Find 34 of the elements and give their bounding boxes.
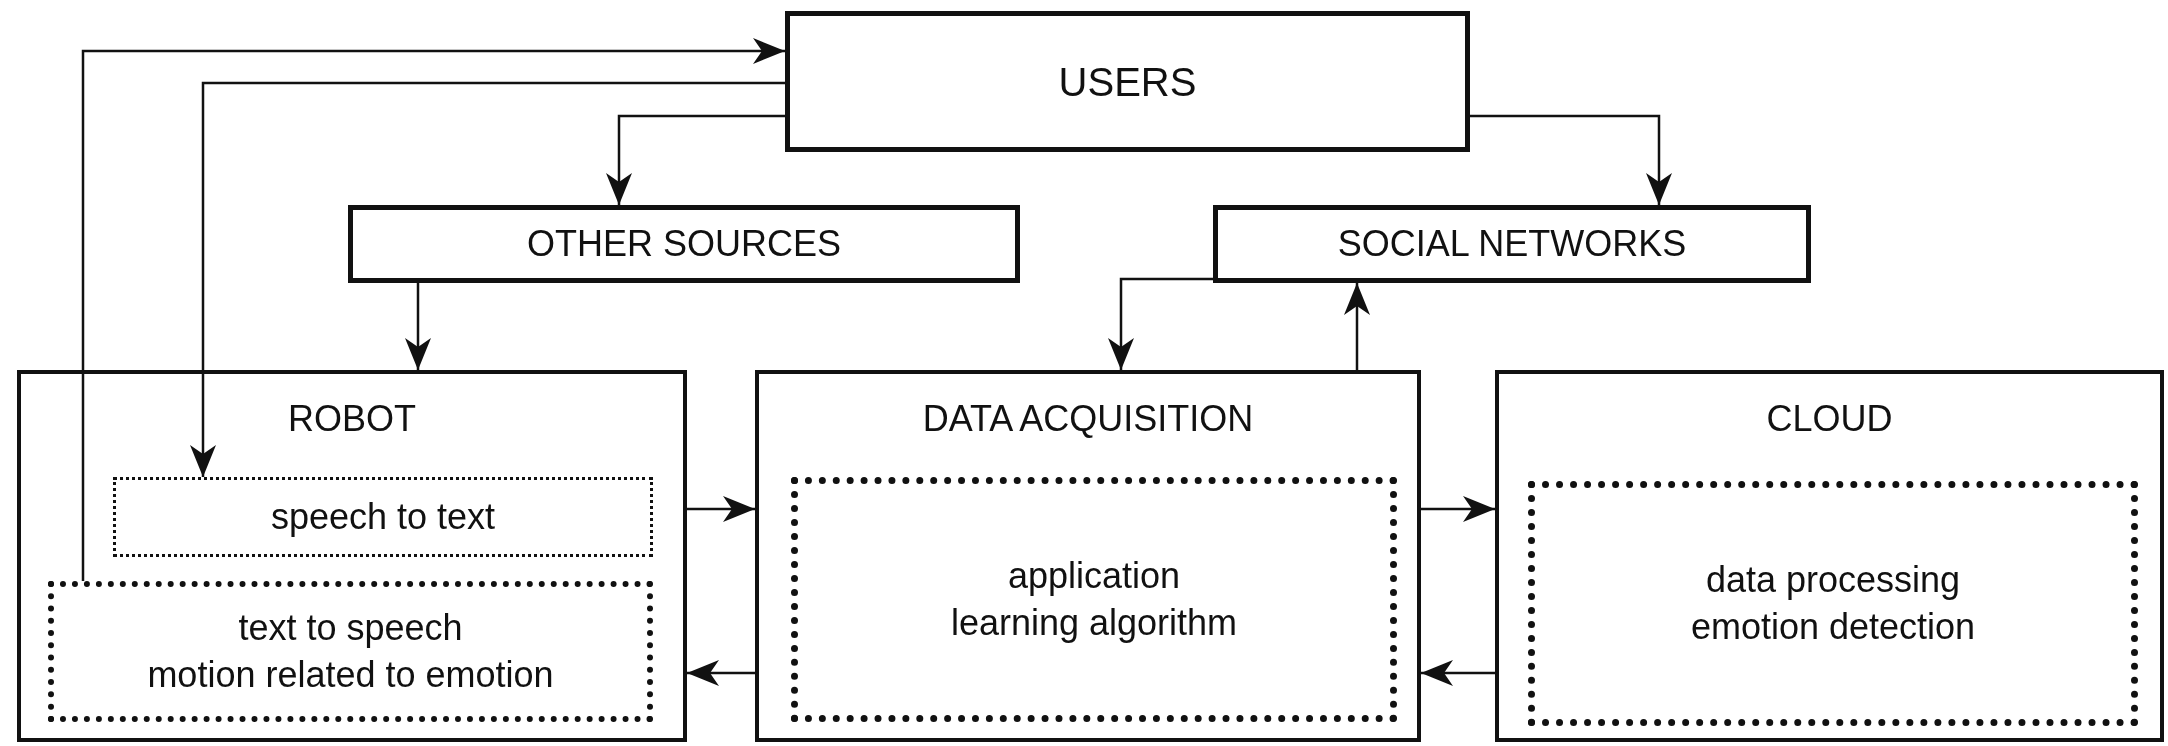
node-label: OTHER SOURCES bbox=[526, 221, 841, 266]
dotted-process-box bbox=[113, 477, 653, 557]
node-label: USERS bbox=[1058, 58, 1197, 106]
node-label: DATA ACQUISITION bbox=[922, 397, 1254, 441]
dotted-process-box bbox=[791, 477, 1397, 722]
arrow bbox=[405, 283, 431, 370]
process-box bbox=[785, 11, 1470, 152]
arrow bbox=[606, 114, 785, 205]
arrow bbox=[687, 660, 755, 686]
arrow bbox=[1108, 277, 1213, 370]
arrow bbox=[1421, 496, 1495, 522]
node-label: learning algorithm bbox=[950, 600, 1238, 645]
node-label: emotion detection bbox=[1690, 604, 1976, 649]
arrow bbox=[687, 496, 755, 522]
process-box bbox=[348, 205, 1020, 283]
node-label: data processing bbox=[1705, 557, 1961, 602]
node-label: SOCIAL NETWORKS bbox=[1337, 221, 1687, 266]
arrow bbox=[1344, 283, 1370, 370]
process-box bbox=[1213, 205, 1811, 283]
node-label: speech to text bbox=[270, 494, 496, 539]
node-label: CLOUD bbox=[1766, 397, 1893, 441]
dotted-process-box bbox=[48, 581, 653, 722]
arrow bbox=[1421, 660, 1495, 686]
container-box bbox=[17, 370, 687, 742]
node-label: text to speech bbox=[238, 605, 463, 650]
container-box bbox=[1495, 370, 2164, 742]
node-label: motion related to emotion bbox=[147, 652, 554, 697]
container-box bbox=[755, 370, 1421, 742]
arrow bbox=[81, 38, 785, 581]
node-label: application bbox=[1007, 553, 1181, 598]
node-label: ROBOT bbox=[288, 397, 416, 441]
arrow bbox=[1470, 114, 1672, 205]
dotted-process-box bbox=[1528, 481, 2138, 726]
arrow bbox=[190, 81, 785, 477]
